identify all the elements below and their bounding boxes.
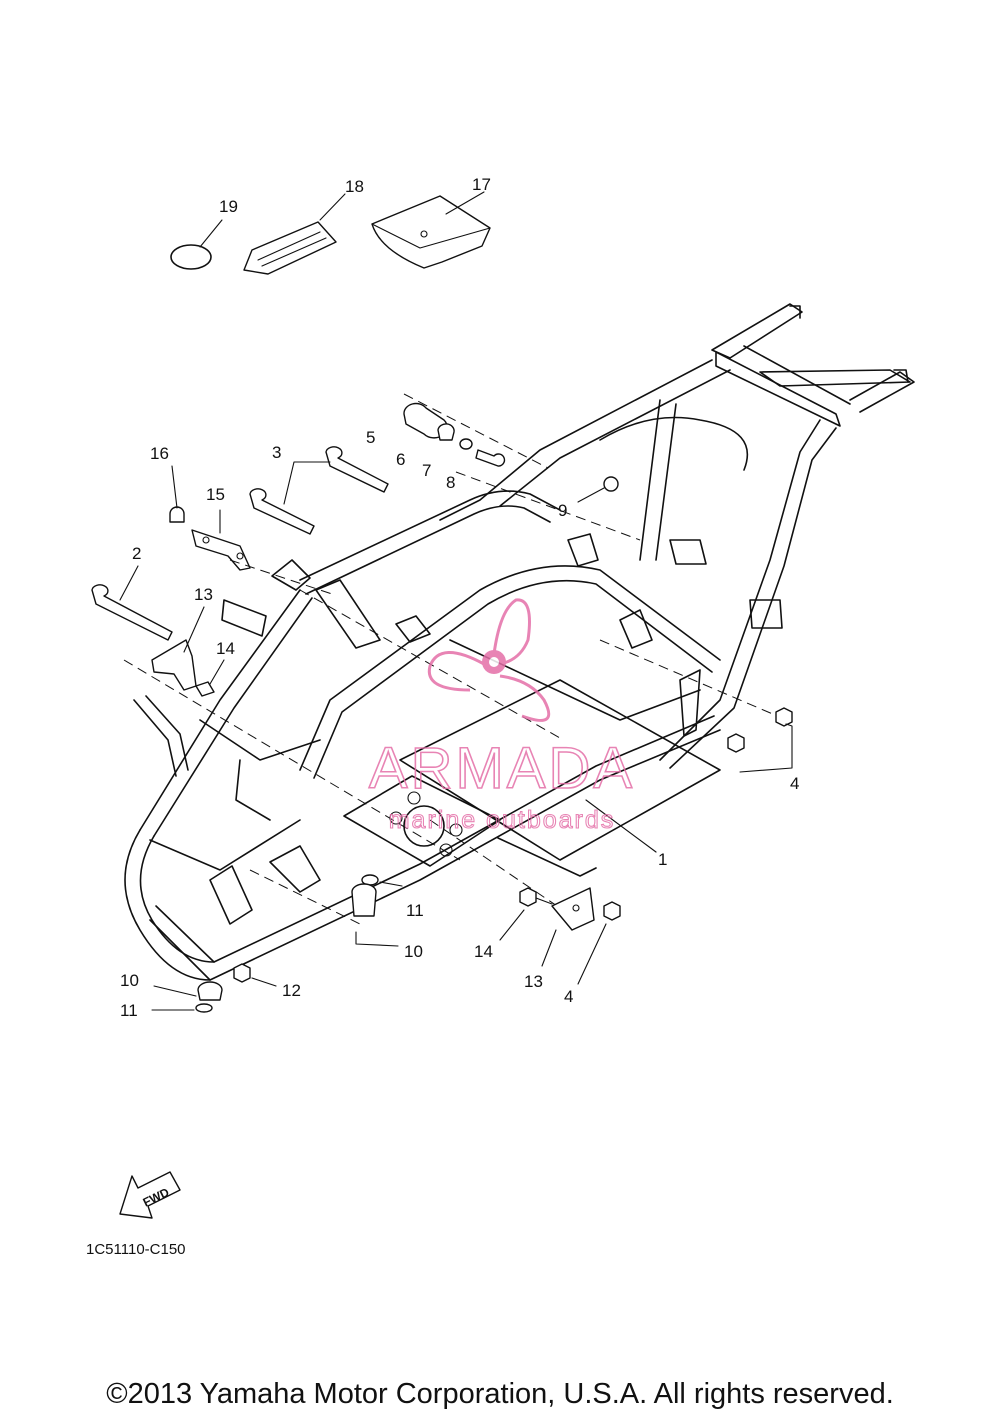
watermark-tagline: marine outboards xyxy=(389,806,616,834)
callouts: 19 18 17 16 15 3 5 6 7 8 9 2 13 14 4 1 1… xyxy=(120,175,799,1020)
part-3-long-bolts xyxy=(249,446,389,535)
part-18-grease-tube xyxy=(243,193,346,275)
assembly-line xyxy=(403,393,549,469)
callout-10-right: 10 xyxy=(404,942,423,961)
part-10-grommet-left xyxy=(153,981,223,1001)
part-2-long-bolt xyxy=(91,565,173,641)
callout-1: 1 xyxy=(658,850,667,869)
callout-18: 18 xyxy=(345,177,364,196)
callout-16: 16 xyxy=(150,444,169,463)
part-1-leader xyxy=(585,799,657,853)
callout-14-right: 14 xyxy=(474,942,493,961)
part-8-bolt xyxy=(475,449,506,467)
watermark-brand: ARMADA xyxy=(369,736,635,801)
part-15-bracket xyxy=(191,509,251,571)
callout-4-right: 4 xyxy=(564,987,573,1006)
callout-13-right: 13 xyxy=(524,972,543,991)
armada-watermark: ARMADA marine outboards xyxy=(368,598,635,835)
part-7-washer xyxy=(459,438,473,450)
callout-5: 5 xyxy=(366,428,375,447)
part-14-bolt-left xyxy=(195,659,225,697)
assembly-line xyxy=(455,471,641,541)
callout-10-left: 10 xyxy=(120,971,139,990)
callout-12: 12 xyxy=(282,981,301,1000)
part-13-bracket-right xyxy=(541,887,595,967)
part-14-bolt-right xyxy=(499,887,553,941)
callout-8: 8 xyxy=(446,473,455,492)
assembly-line xyxy=(249,869,361,925)
callout-14-left: 14 xyxy=(216,639,235,658)
part-5-collar xyxy=(403,402,448,439)
part-17-tool-pouch xyxy=(371,191,491,269)
callout-9: 9 xyxy=(558,501,567,520)
copyright-notice: ©2013 Yamaha Motor Corporation, U.S.A. A… xyxy=(106,1378,894,1410)
callout-11-right: 11 xyxy=(406,901,424,920)
callout-7: 7 xyxy=(422,461,431,480)
part-4-nut-right xyxy=(577,901,621,985)
part-16-bolt xyxy=(169,465,185,523)
part-4-nut-rear xyxy=(727,707,793,773)
part-6-bushing xyxy=(437,423,455,441)
callout-6: 6 xyxy=(396,450,405,469)
part-11-o-ring-left xyxy=(151,1003,213,1013)
propeller-logo-icon xyxy=(427,598,551,722)
part-10-grommet-right xyxy=(351,883,399,947)
part-9-nut xyxy=(577,476,619,503)
part-13-bracket-left xyxy=(151,606,205,691)
drawing-code: 1C51110-C150 xyxy=(86,1241,186,1258)
assembly-line xyxy=(229,559,333,595)
callout-19: 19 xyxy=(219,197,238,216)
callout-11-left: 11 xyxy=(120,1001,138,1020)
callout-17: 17 xyxy=(472,175,491,194)
callout-13-left: 13 xyxy=(194,585,213,604)
callout-4-rear: 4 xyxy=(790,774,799,793)
assembly-line xyxy=(123,659,461,861)
assembly-line xyxy=(429,819,561,909)
callout-3: 3 xyxy=(272,443,281,462)
atv-frame xyxy=(124,303,915,981)
assembly-line xyxy=(599,639,783,719)
callout-2: 2 xyxy=(132,544,141,563)
callout-15: 15 xyxy=(206,485,225,504)
part-12-bolt xyxy=(233,963,277,987)
part-19-o-ring xyxy=(170,219,223,270)
fwd-arrow-icon: FWD xyxy=(119,1171,181,1219)
